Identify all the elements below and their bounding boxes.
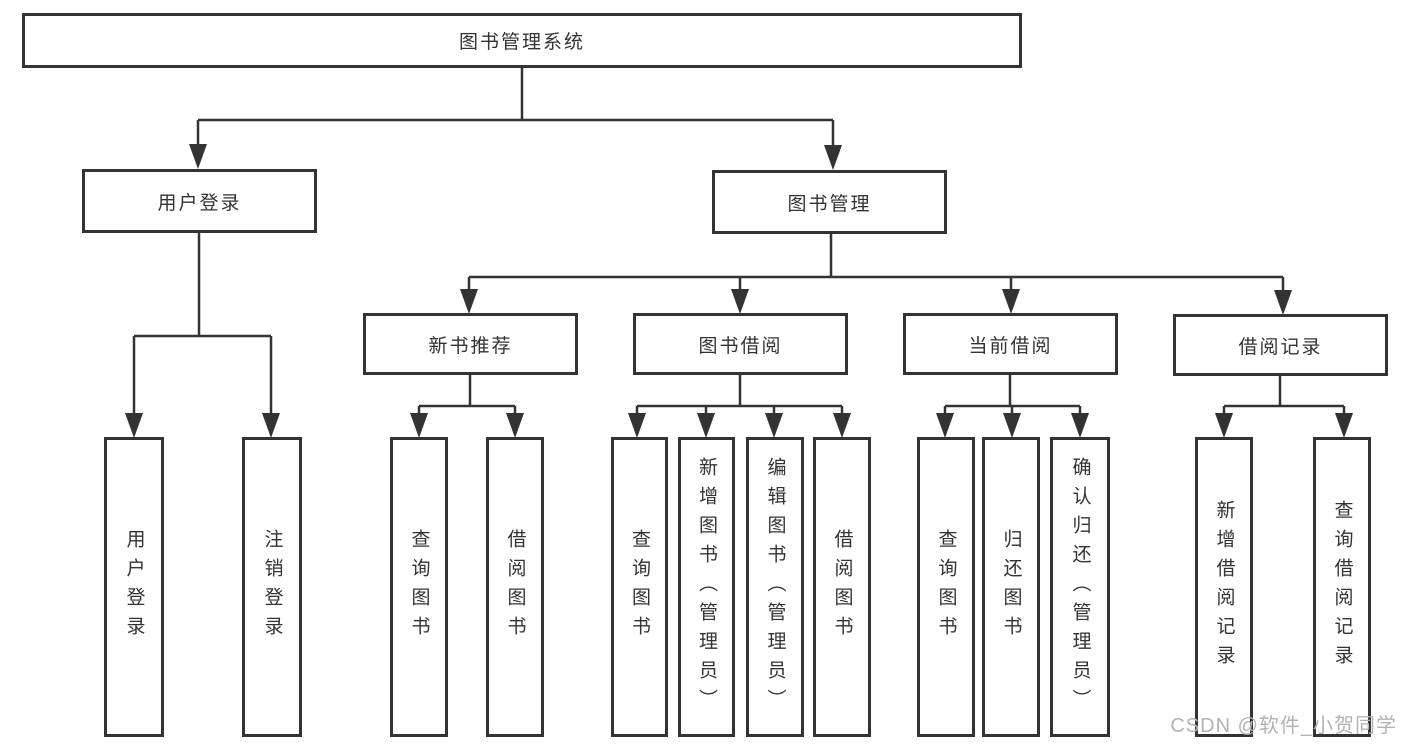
node-book-management: 图书管理 <box>712 170 947 234</box>
leaf-borrow-books-label: 借阅图书 <box>831 529 853 645</box>
node-user-login-branch-label: 用户登录 <box>157 192 242 214</box>
leaf-query-books-recommend-label: 查询图书 <box>408 529 430 645</box>
leaf-add-book-admin: 新增图书（管理员） <box>678 437 735 737</box>
node-user-login-branch: 用户登录 <box>82 169 317 233</box>
leaf-logout-label: 注销登录 <box>261 529 283 645</box>
node-book-borrowing-label: 图书借阅 <box>698 335 783 357</box>
leaf-add-book-admin-label: 新增图书（管理员） <box>696 456 717 718</box>
leaf-query-books-borrowing-label: 查询图书 <box>629 529 650 645</box>
leaf-query-books-recommend: 查询图书 <box>390 437 448 737</box>
arrowheads <box>125 144 1353 438</box>
leaf-user-login-label: 用户登录 <box>123 529 145 645</box>
node-new-book-recommend-label: 新书推荐 <box>428 335 513 357</box>
node-borrow-records: 借阅记录 <box>1173 314 1388 376</box>
node-new-book-recommend: 新书推荐 <box>363 313 578 375</box>
leaf-borrow-books: 借阅图书 <box>813 437 871 737</box>
leaf-borrow-books-recommend: 借阅图书 <box>486 437 544 737</box>
leaf-add-borrow-record-label: 新增借阅记录 <box>1213 500 1235 674</box>
leaf-return-book-label: 归还图书 <box>1000 529 1022 645</box>
node-root-label: 图书管理系统 <box>458 32 585 53</box>
leaf-edit-book-admin: 编辑图书（管理员） <box>746 437 804 737</box>
leaf-return-book: 归还图书 <box>982 437 1040 737</box>
node-current-borrowing: 当前借阅 <box>903 313 1118 375</box>
csdn-watermark: CSDN @软件_小贺同学 <box>1170 715 1397 737</box>
node-root-system: 图书管理系统 <box>22 13 1022 68</box>
node-book-borrowing: 图书借阅 <box>633 313 848 375</box>
leaf-borrow-books-recommend-label: 借阅图书 <box>504 529 526 645</box>
leaf-query-borrow-record-label: 查询借阅记录 <box>1331 500 1353 674</box>
node-book-management-label: 图书管理 <box>787 193 872 215</box>
leaf-edit-book-admin-label: 编辑图书（管理员） <box>764 456 786 718</box>
leaf-logout: 注销登录 <box>242 437 302 737</box>
leaf-add-borrow-record: 新增借阅记录 <box>1195 437 1253 737</box>
leaf-user-login: 用户登录 <box>104 437 164 737</box>
leaf-query-books-borrowing: 查询图书 <box>611 437 668 737</box>
leaf-confirm-return-admin: 确认归还（管理员） <box>1050 437 1110 737</box>
leaf-query-books-current-label: 查询图书 <box>935 529 957 645</box>
leaf-query-books-current: 查询图书 <box>917 437 975 737</box>
node-current-borrowing-label: 当前借阅 <box>968 335 1053 357</box>
leaf-query-borrow-record: 查询借阅记录 <box>1313 437 1371 737</box>
node-borrow-records-label: 借阅记录 <box>1238 336 1323 358</box>
leaf-confirm-return-admin-label: 确认归还（管理员） <box>1069 456 1091 718</box>
